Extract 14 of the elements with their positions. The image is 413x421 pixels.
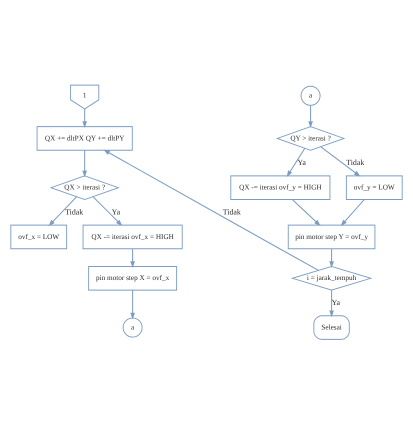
arrow <box>320 146 361 176</box>
arrow <box>92 196 122 226</box>
arrow <box>48 196 77 226</box>
arrow <box>82 150 88 177</box>
arrow <box>308 104 313 128</box>
arrow <box>329 290 334 317</box>
arrow <box>340 198 365 226</box>
arrow <box>130 290 135 319</box>
arrow <box>82 108 88 128</box>
arrow <box>130 248 135 268</box>
arrow <box>329 248 334 268</box>
arrow <box>103 149 319 270</box>
arrow <box>292 198 321 226</box>
arrow <box>286 148 306 177</box>
